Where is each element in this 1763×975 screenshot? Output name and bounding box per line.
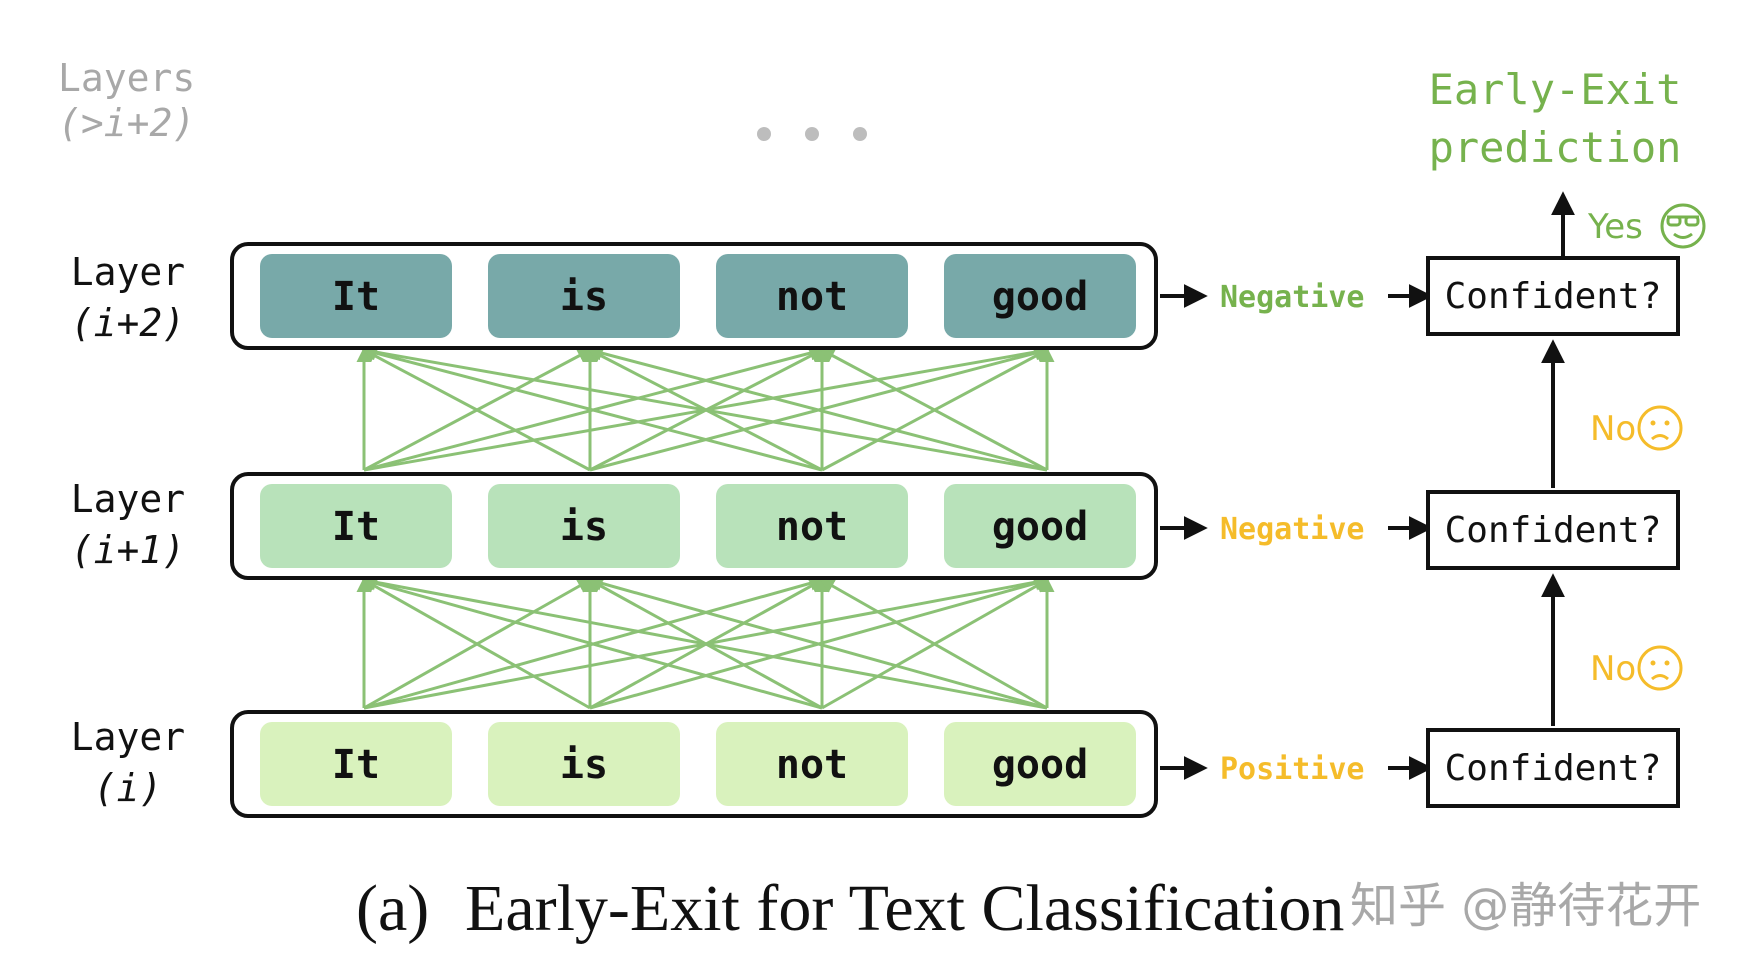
token: It bbox=[332, 274, 380, 320]
token: not bbox=[776, 504, 848, 550]
prediction-label: Negative bbox=[1220, 280, 1365, 315]
connection-arrow bbox=[587, 576, 1048, 710]
confidence-check-mid: Confident? bbox=[1426, 490, 1680, 570]
answer-no-mid: No bbox=[1590, 409, 1636, 449]
answer-yes: Yes bbox=[1587, 207, 1643, 247]
token: is bbox=[560, 504, 608, 550]
early-exit-title-line2: prediction bbox=[1429, 123, 1682, 172]
token: It bbox=[332, 742, 380, 788]
token: not bbox=[776, 742, 848, 788]
layer-row-i-plus-2: It is not good bbox=[230, 242, 1158, 350]
early-exit-title-line1: Early-Exit bbox=[1429, 65, 1682, 114]
layer-row-i: It is not good bbox=[230, 710, 1158, 818]
attention-connections bbox=[356, 344, 1055, 710]
confidence-label: Confident? bbox=[1445, 748, 1662, 789]
layer-row-i-plus-1: It is not good bbox=[230, 472, 1158, 580]
prediction-label: Negative bbox=[1220, 512, 1365, 547]
layer-label-line2: (i) bbox=[94, 766, 163, 810]
ellipsis-dots bbox=[757, 127, 867, 141]
layer-label-line1: Layer bbox=[71, 715, 185, 759]
prediction-row-top: Negative bbox=[1160, 280, 1433, 315]
connection-arrow bbox=[361, 345, 823, 472]
token: good bbox=[992, 742, 1088, 788]
layers-above-label-line1: Layers bbox=[58, 56, 195, 100]
prediction-label: Positive bbox=[1220, 752, 1365, 787]
caption-tag: (a) bbox=[356, 872, 429, 945]
token: good bbox=[992, 504, 1088, 550]
token: not bbox=[776, 274, 848, 320]
connection-arrow bbox=[361, 578, 591, 710]
layers-above-label-line2: (>i+2) bbox=[58, 101, 195, 145]
connection-arrow bbox=[819, 348, 1048, 472]
answer-no-bottom: No bbox=[1590, 649, 1636, 689]
layer-label-line1: Layer bbox=[71, 250, 185, 294]
watermark: 知乎 @静待花开 bbox=[1350, 878, 1701, 934]
layer-label-line2: (i+1) bbox=[71, 528, 185, 572]
connection-arrow bbox=[361, 344, 1048, 472]
cool-face-icon bbox=[1660, 203, 1706, 249]
connection-arrow bbox=[361, 348, 591, 472]
connection-arrow bbox=[361, 576, 823, 710]
sad-face-icon bbox=[1637, 405, 1683, 451]
token: is bbox=[560, 274, 608, 320]
layer-label-line2: (i+2) bbox=[71, 301, 185, 345]
confidence-check-bottom: Confident? bbox=[1426, 728, 1680, 808]
confidence-label: Confident? bbox=[1445, 510, 1662, 551]
sad-face-icon bbox=[1637, 645, 1683, 691]
prediction-row-mid: Negative bbox=[1160, 512, 1433, 547]
confidence-check-top: Confident? bbox=[1426, 256, 1680, 336]
connection-arrow bbox=[587, 345, 1048, 472]
token: It bbox=[332, 504, 380, 550]
caption-text: Early-Exit for Text Classification bbox=[465, 872, 1344, 945]
connection-arrow bbox=[361, 574, 1048, 710]
prediction-row-bottom: Positive bbox=[1160, 752, 1433, 787]
confidence-label: Confident? bbox=[1445, 276, 1662, 317]
token: is bbox=[560, 742, 608, 788]
token: good bbox=[992, 274, 1088, 320]
layer-label-line1: Layer bbox=[71, 477, 185, 521]
connection-arrow bbox=[819, 578, 1048, 710]
